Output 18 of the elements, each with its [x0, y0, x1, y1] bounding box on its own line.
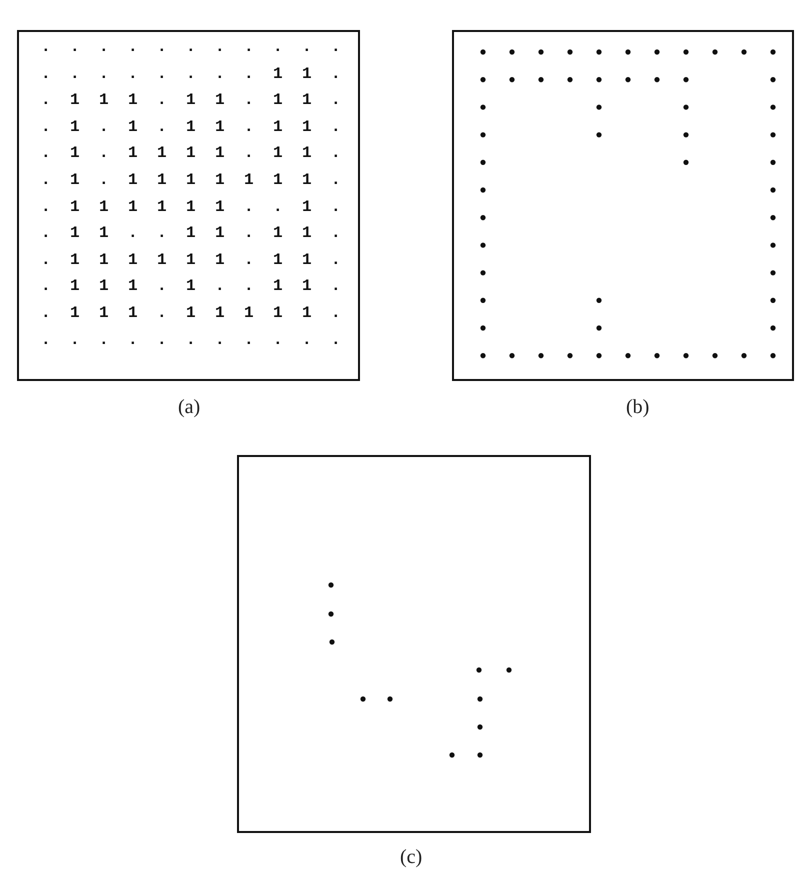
panel-caption: (c): [400, 846, 422, 869]
grid-row-text: . . . . . . . . 1 1 .: [41, 64, 346, 85]
grid-row-text: . 1 1 1 1 1 1 . . 1 .: [41, 196, 346, 218]
grid-row-text: . 1 1 . . 1 1 . 1 1 .: [41, 223, 346, 244]
grid-row-text: . . . . . . . . . . .: [41, 37, 346, 58]
grid-row-text: . 1 1 1 . 1 1 . 1 1 .: [41, 90, 346, 112]
panel-caption: (b): [626, 396, 650, 419]
grid-row-text: . 1 . 1 1 1 1 1 1 1 .: [41, 170, 346, 191]
grid-row-text: . 1 1 1 . 1 1 1 1 1 .: [41, 302, 346, 324]
image-frame: [452, 30, 794, 381]
grid-row-text: . 1 . 1 . 1 1 . 1 1 .: [41, 116, 346, 138]
grid-row-text: . . . . . . . . . . .: [41, 330, 346, 351]
grid-row-text: . 1 1 1 1 1 1 . 1 1 .: [41, 250, 346, 271]
binary-grid-frame: [17, 30, 360, 381]
grid-row-text: . 1 . 1 1 1 1 . 1 1 .: [41, 143, 346, 164]
grid-row-text: . 1 1 1 . 1 . . 1 1 .: [41, 276, 346, 298]
image-frame: [237, 455, 591, 833]
panel-caption: (a): [178, 396, 200, 419]
